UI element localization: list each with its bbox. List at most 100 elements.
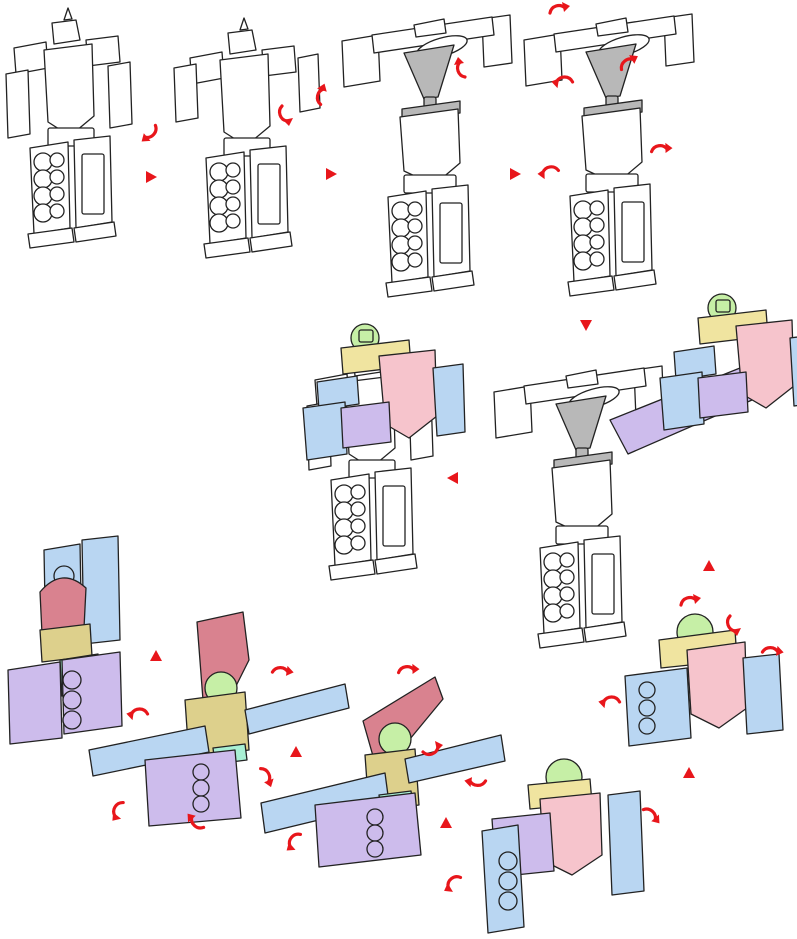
blue-leg-cylinder: [498, 851, 518, 871]
leg-cylinder: [334, 518, 354, 538]
cockpit-top: [595, 17, 629, 37]
blue-leg-cylinder: [498, 891, 518, 911]
leg-cylinder: [407, 218, 423, 234]
blue-barrel-right: [244, 683, 350, 735]
rotate-arrow-icon: [760, 645, 784, 656]
leg-cylinder: [559, 569, 575, 585]
blue-right-arm: [789, 336, 797, 407]
leg-cylinder: [407, 235, 423, 251]
leg-cylinder: [49, 186, 65, 202]
left-foot: [203, 237, 251, 259]
chest: [399, 108, 461, 186]
left-foot: [27, 227, 75, 249]
rotate-arrow-icon: [315, 83, 327, 107]
step-arrow-icon: [290, 746, 302, 757]
purple-hip-cylinder: [366, 824, 384, 842]
step-arrow-icon: [447, 472, 458, 484]
step-arrow-icon: [683, 767, 695, 778]
blue-left-arm: [624, 667, 692, 747]
purple-hip: [697, 371, 749, 419]
rotate-arrow-icon: [277, 104, 293, 126]
head-fin: [63, 7, 73, 21]
leg-cylinder: [573, 251, 593, 271]
maroon-shell: [39, 577, 87, 635]
leg-cylinder: [49, 152, 65, 168]
blue-right-leg: [607, 790, 645, 896]
rotate-arrow-icon: [650, 142, 673, 154]
leg-panel: [439, 202, 463, 264]
purple-hip-cylinder: [366, 840, 384, 858]
blue-arm-cylinder: [638, 681, 656, 699]
leg-cylinder: [407, 252, 423, 268]
leg-cylinder: [589, 217, 605, 233]
leg-cylinder: [350, 535, 366, 551]
leg-cylinder: [391, 201, 411, 221]
blue-leg-cylinder: [498, 871, 518, 891]
leg-panel: [621, 201, 645, 263]
leg-cylinder: [49, 203, 65, 219]
purple-base-cylinder: [62, 690, 82, 710]
leg-cylinder: [209, 162, 229, 182]
rotate-arrow-icon: [187, 813, 206, 830]
chest: [43, 43, 95, 137]
leg-cylinder: [589, 234, 605, 250]
rotate-arrow-icon: [259, 767, 274, 788]
right-foot: [374, 553, 418, 575]
leg-cylinder: [559, 586, 575, 602]
cockpit-top: [413, 18, 447, 38]
leg-cylinder: [33, 203, 53, 223]
leg-cylinder: [350, 501, 366, 517]
step-arrow-icon: [146, 171, 157, 183]
step-2-robot: [141, 10, 330, 270]
rotate-arrow-icon: [464, 777, 488, 788]
rotate-arrow-icon: [679, 594, 701, 607]
step-arrow-icon: [580, 320, 592, 331]
blue-barrel-right: [404, 734, 506, 784]
leg-cylinder: [225, 196, 241, 212]
leg-cylinder: [350, 484, 366, 500]
leg-cylinder: [543, 552, 563, 572]
leg-cylinder: [350, 518, 366, 534]
leg-panel: [591, 553, 615, 615]
leg-cylinder: [543, 569, 563, 589]
leg-cylinder: [391, 252, 411, 272]
step-arrow-icon: [326, 168, 337, 180]
leg-cylinder: [334, 501, 354, 521]
rotate-arrow-icon: [112, 800, 125, 821]
step-9-vehicle: [255, 655, 506, 880]
purple-hip-cylinder: [192, 763, 210, 781]
rotate-arrow-icon: [619, 55, 638, 72]
leg-cylinder: [225, 162, 241, 178]
grey-spine: [585, 43, 637, 99]
right-foot: [431, 270, 475, 292]
step-4-robot: [520, 0, 700, 300]
leg-cylinder: [573, 217, 593, 237]
leg-cylinder: [391, 218, 411, 238]
purple-base-left: [7, 661, 63, 745]
step-arrow-icon: [440, 817, 452, 828]
right-foot: [583, 621, 627, 643]
right-foot: [249, 231, 293, 253]
rotate-arrow-icon: [725, 614, 741, 636]
leg-cylinder: [33, 169, 53, 189]
leg-panel: [257, 163, 281, 225]
left-shoulder: [13, 41, 49, 75]
leg-panel: [81, 153, 105, 215]
leg-panel: [382, 485, 406, 547]
rotate-arrow-icon: [444, 875, 463, 892]
rotate-arrow-icon: [397, 663, 420, 675]
rotate-arrow-icon: [598, 695, 622, 709]
head: [51, 19, 81, 45]
blue-left-fist: [659, 371, 705, 431]
left-arm: [173, 63, 199, 123]
blue-left-arm: [673, 345, 717, 381]
leg-cylinder: [225, 213, 241, 229]
leg-cylinder: [543, 603, 563, 623]
leg-cylinder: [573, 234, 593, 254]
left-foot: [328, 559, 376, 581]
step-7-core: [2, 530, 152, 750]
step-6-robot: [295, 320, 475, 610]
purple-base-cylinder: [62, 710, 82, 730]
cockpit-top: [565, 369, 599, 389]
chest: [219, 53, 271, 147]
